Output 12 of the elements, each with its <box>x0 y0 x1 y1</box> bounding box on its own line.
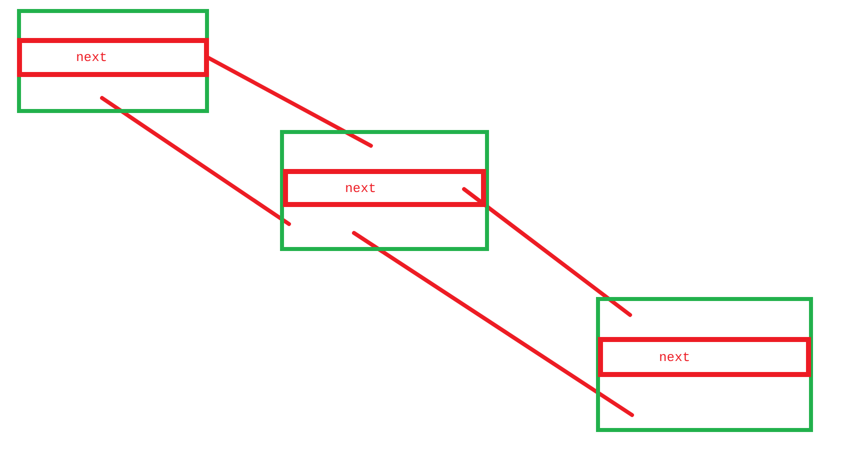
list-node-box <box>280 130 489 251</box>
link-line <box>352 230 634 417</box>
link-line <box>100 96 291 226</box>
list-node-box <box>596 297 813 432</box>
link-line <box>462 187 632 317</box>
field-label: next <box>659 350 690 364</box>
field-label: next <box>76 51 108 64</box>
pointer-field <box>598 337 811 377</box>
pointer-field <box>283 169 486 207</box>
pointer-field <box>17 38 209 77</box>
field-label: next <box>345 182 376 194</box>
list-node-box <box>17 9 209 113</box>
